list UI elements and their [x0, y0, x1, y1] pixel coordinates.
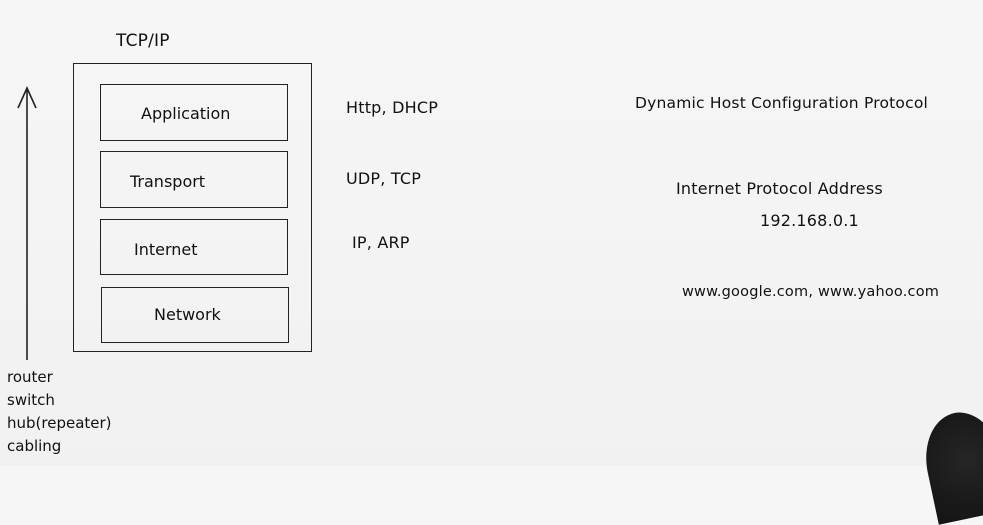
device-cabling: cabling — [7, 437, 62, 455]
layer-application-box: Application — [100, 84, 288, 141]
tcpip-stack-frame — [73, 63, 312, 352]
layer-network-box: Network — [101, 287, 289, 343]
ip-example-note: 192.168.0.1 — [760, 211, 859, 230]
network-devices-list: router switch hub(repeater) cabling — [7, 366, 147, 458]
dhcp-expansion-note: Dynamic Host Configuration Protocol — [635, 94, 929, 112]
internet-protocols: IP, ARP — [352, 233, 410, 252]
layer-network-label: Network — [154, 305, 221, 324]
domain-examples-note: www.google.com, www.yahoo.com — [682, 284, 940, 300]
application-protocols: Http, DHCP — [346, 98, 439, 117]
ip-expansion-note: Internet Protocol Address — [676, 179, 883, 198]
layer-transport-label: Transport — [130, 172, 206, 191]
layer-internet-label: Internet — [134, 240, 198, 259]
up-arrow-icon — [17, 86, 37, 360]
device-switch: switch — [7, 391, 55, 409]
transport-protocols: UDP, TCP — [346, 169, 422, 188]
diagram-title: TCP/IP — [116, 31, 170, 51]
layer-transport-box: Transport — [100, 151, 288, 208]
layer-application-label: Application — [141, 104, 231, 123]
device-hub: hub(repeater) — [7, 414, 112, 432]
whiteboard-canvas: TCP/IP Application Transport Internet Ne… — [7, 31, 983, 525]
device-router: router — [7, 368, 53, 386]
layer-internet-box: Internet — [100, 219, 288, 275]
presenter-head-silhouette — [916, 405, 983, 525]
